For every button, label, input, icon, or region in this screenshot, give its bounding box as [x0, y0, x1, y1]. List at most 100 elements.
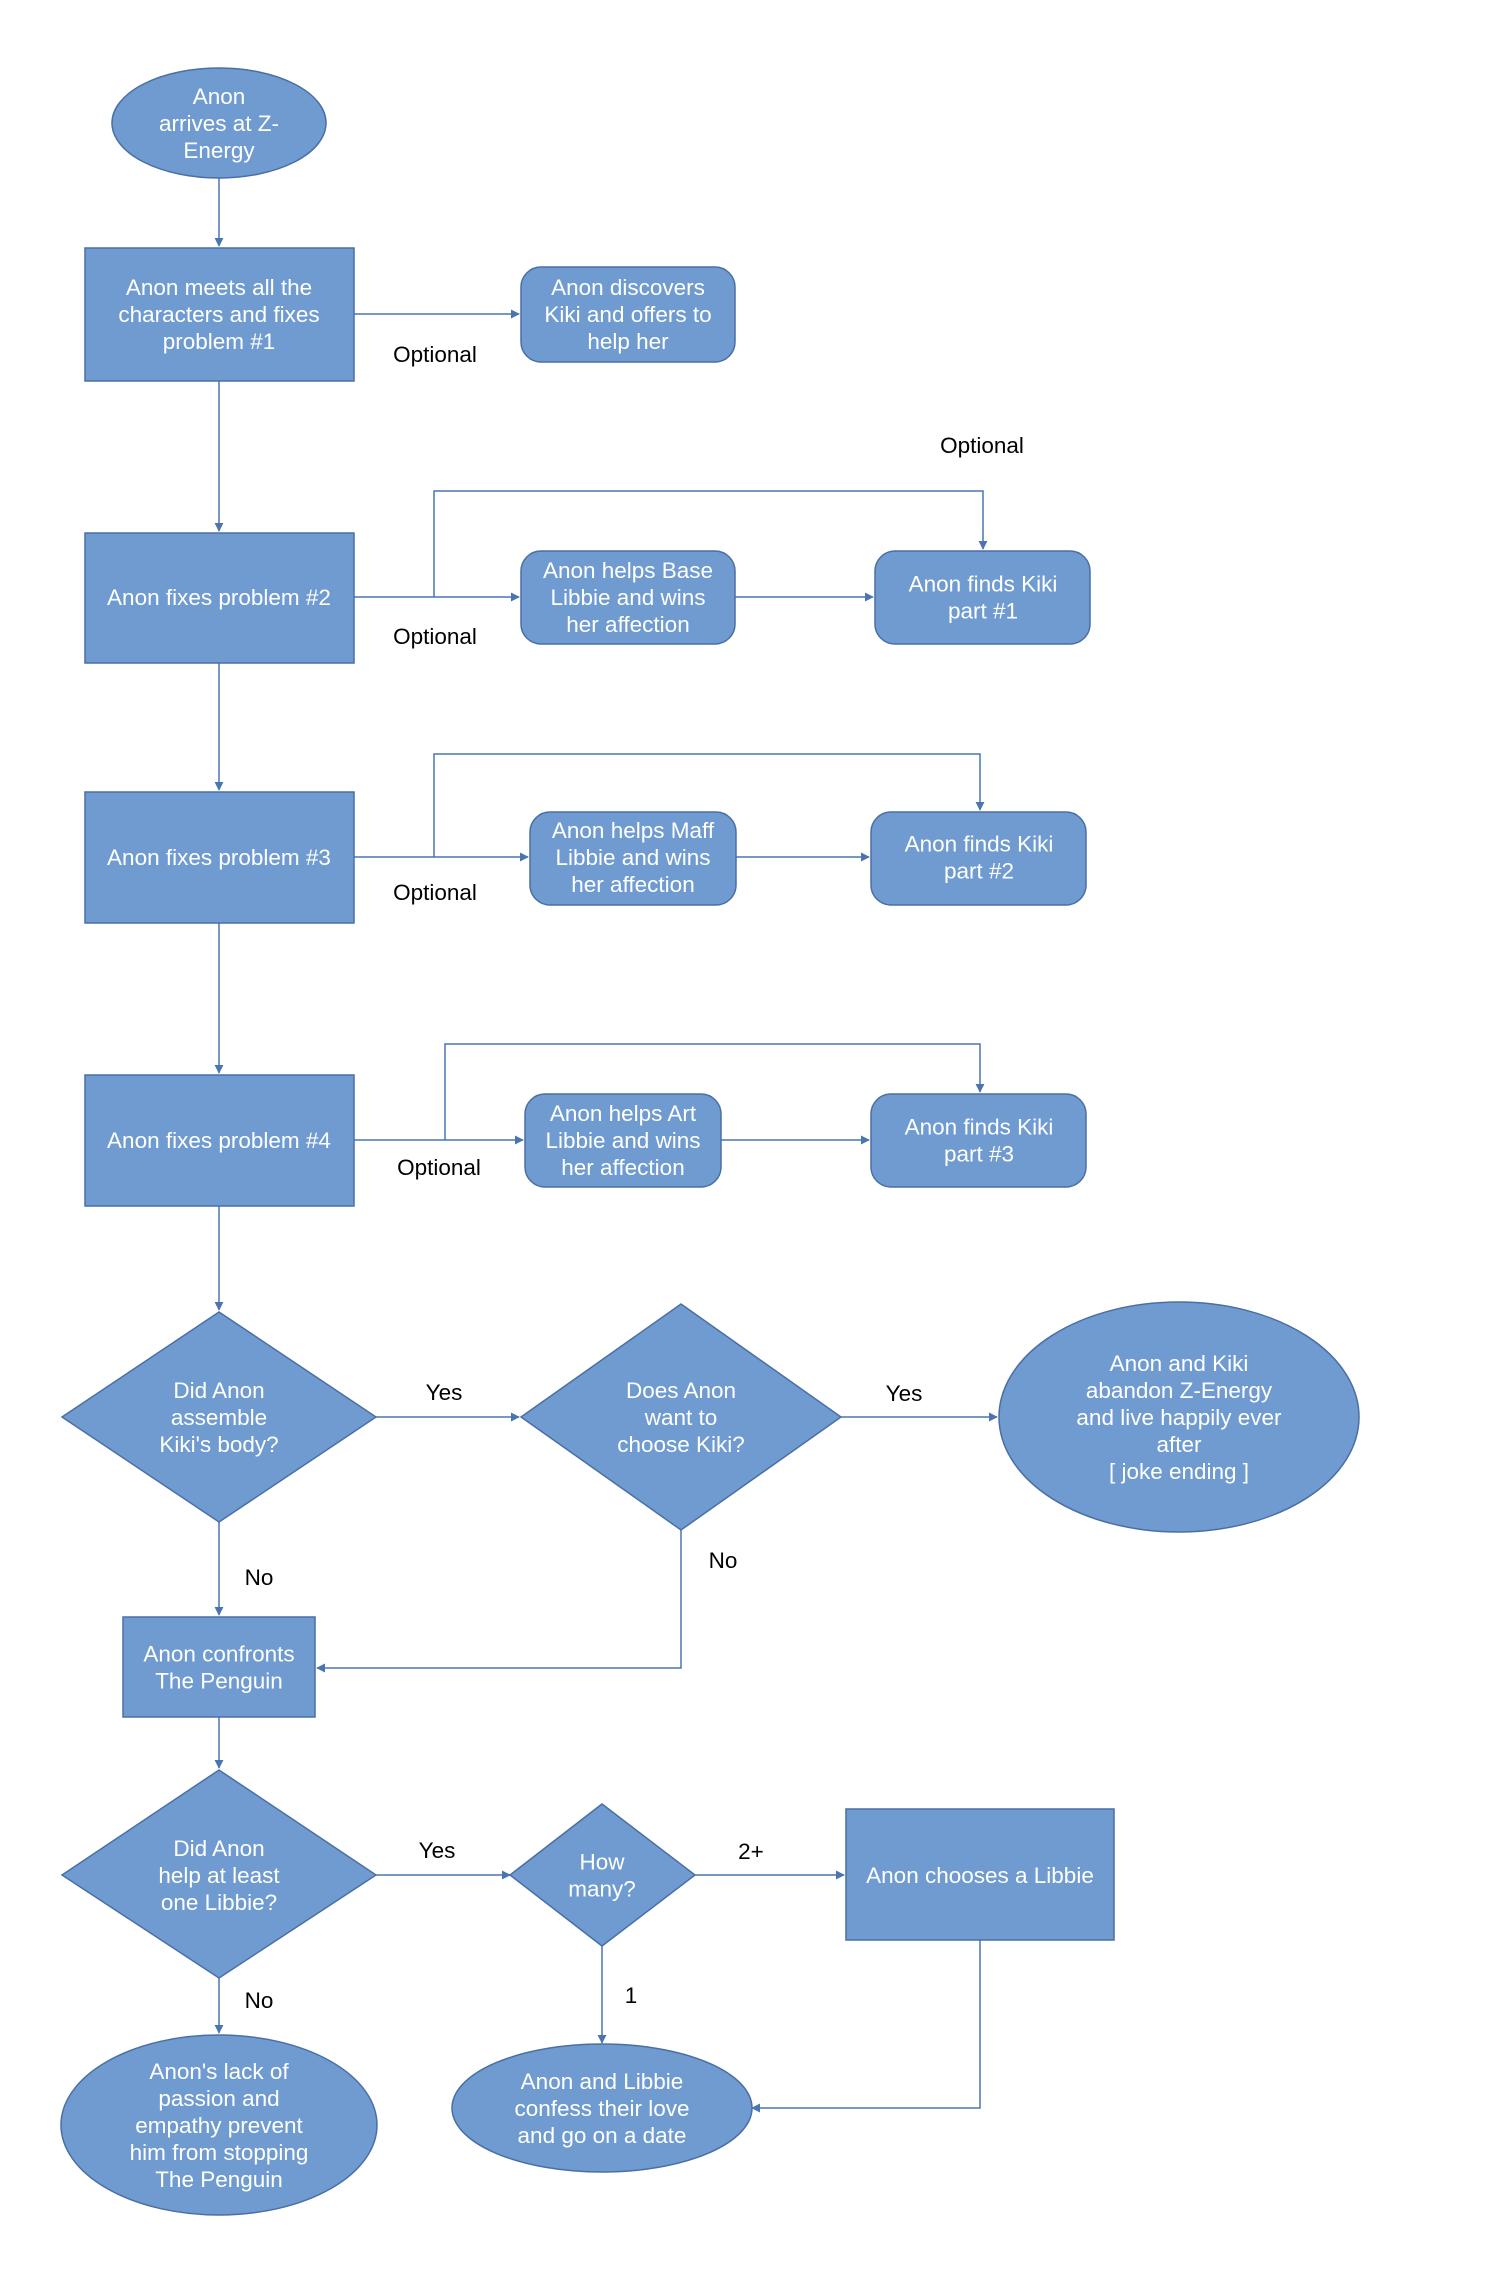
node-text-line: Libbie and wins	[550, 585, 705, 610]
node-text-line: The Penguin	[155, 2167, 283, 2192]
node-text-line: want to	[644, 1405, 718, 1430]
node-text-line: How	[579, 1850, 625, 1875]
node-fix-problem-3[interactable]: Anon fixes problem #3	[84, 791, 355, 924]
meets-box	[84, 247, 355, 382]
label-one: 1	[625, 1983, 638, 2008]
label-optional-2: Optional	[393, 624, 477, 649]
start-ellipse	[111, 67, 327, 179]
node-text-line: empathy prevent	[135, 2113, 303, 2138]
node-text-line: Anon fixes problem #2	[107, 585, 331, 610]
label-no-assemble: No	[245, 1565, 274, 1590]
node-text-line: Anon and Kiki	[1110, 1351, 1249, 1376]
node-text-line: her affection	[566, 612, 689, 637]
label-optional-1: Optional	[393, 342, 477, 367]
label-yes-help: Yes	[419, 1838, 456, 1863]
edge-fix2-kiki1-loop	[433, 490, 988, 597]
node-text-line: Anon finds Kiki	[905, 832, 1054, 857]
maff-libbie-box	[529, 811, 737, 906]
label-optional-4: Optional	[397, 1155, 481, 1180]
node-text-line: assemble	[171, 1405, 267, 1430]
node-text-line: Does Anon	[626, 1378, 736, 1403]
node-text-line: Anon confronts	[143, 1642, 294, 1667]
edges	[214, 178, 998, 2113]
node-text-line: The Penguin	[155, 1669, 283, 1694]
node-text-line: part #2	[944, 859, 1014, 884]
node-text-line: help at least	[158, 1863, 280, 1888]
art-libbie-box	[524, 1093, 722, 1188]
help-libbie-diamond	[60, 1769, 378, 1979]
fix2-text: Anon fixes problem #2	[107, 585, 331, 610]
node-text-line: Anon helps Art	[550, 1101, 697, 1126]
edge-fix4-kiki3-loop	[444, 1043, 985, 1140]
label-optional-kiki1: Optional	[940, 433, 1024, 458]
node-text-line: Anon finds Kiki	[909, 572, 1058, 597]
node-text-line: Kiki's body?	[159, 1432, 278, 1457]
node-text-line: Energy	[183, 138, 255, 163]
node-text-line: part #3	[944, 1142, 1014, 1167]
fix3-text: Anon fixes problem #3	[107, 845, 331, 870]
node-text-line: problem #1	[163, 329, 276, 354]
discovers-kiki-box	[520, 266, 736, 363]
node-text-line: her affection	[561, 1155, 684, 1180]
node-text-line: Anon helps Base	[543, 558, 713, 583]
node-text-line: Kiki and offers to	[544, 302, 711, 327]
fix4-text: Anon fixes problem #4	[107, 1128, 331, 1153]
edge-fix3-kiki2-loop	[433, 753, 985, 857]
node-fix-problem-4[interactable]: Anon fixes problem #4	[84, 1074, 355, 1207]
date-ending-ellipse	[451, 2043, 753, 2173]
node-chooses-libbie[interactable]: Anon chooses a Libbie	[845, 1808, 1115, 1941]
node-text-line: confess their love	[514, 2096, 689, 2121]
bad-ending-ellipse	[60, 2034, 378, 2216]
choose-kiki-diamond	[519, 1303, 843, 1531]
fix2-box	[84, 532, 355, 664]
node-text-line: arrives at Z-	[159, 111, 279, 136]
node-text-line: Anon meets all the	[126, 275, 312, 300]
node-text-line: Anon	[193, 84, 246, 109]
node-text-line: choose Kiki?	[617, 1432, 745, 1457]
label-no-choose: No	[709, 1548, 738, 1573]
node-text-line: Did Anon	[173, 1378, 264, 1403]
node-text-line: Libbie and wins	[545, 1128, 700, 1153]
node-text-line: one Libbie?	[161, 1890, 277, 1915]
node-text-line: Anon chooses a Libbie	[866, 1863, 1094, 1888]
label-no-help: No	[245, 1988, 274, 2013]
node-text-line: Anon's lack of	[149, 2059, 289, 2084]
node-fix-problem-2[interactable]: Anon fixes problem #2	[84, 532, 355, 664]
node-text-line: characters and fixes	[118, 302, 319, 327]
edge-choose-no	[316, 1530, 682, 1673]
node-text-line: Anon finds Kiki	[905, 1115, 1054, 1140]
kiki2-box	[870, 811, 1087, 906]
